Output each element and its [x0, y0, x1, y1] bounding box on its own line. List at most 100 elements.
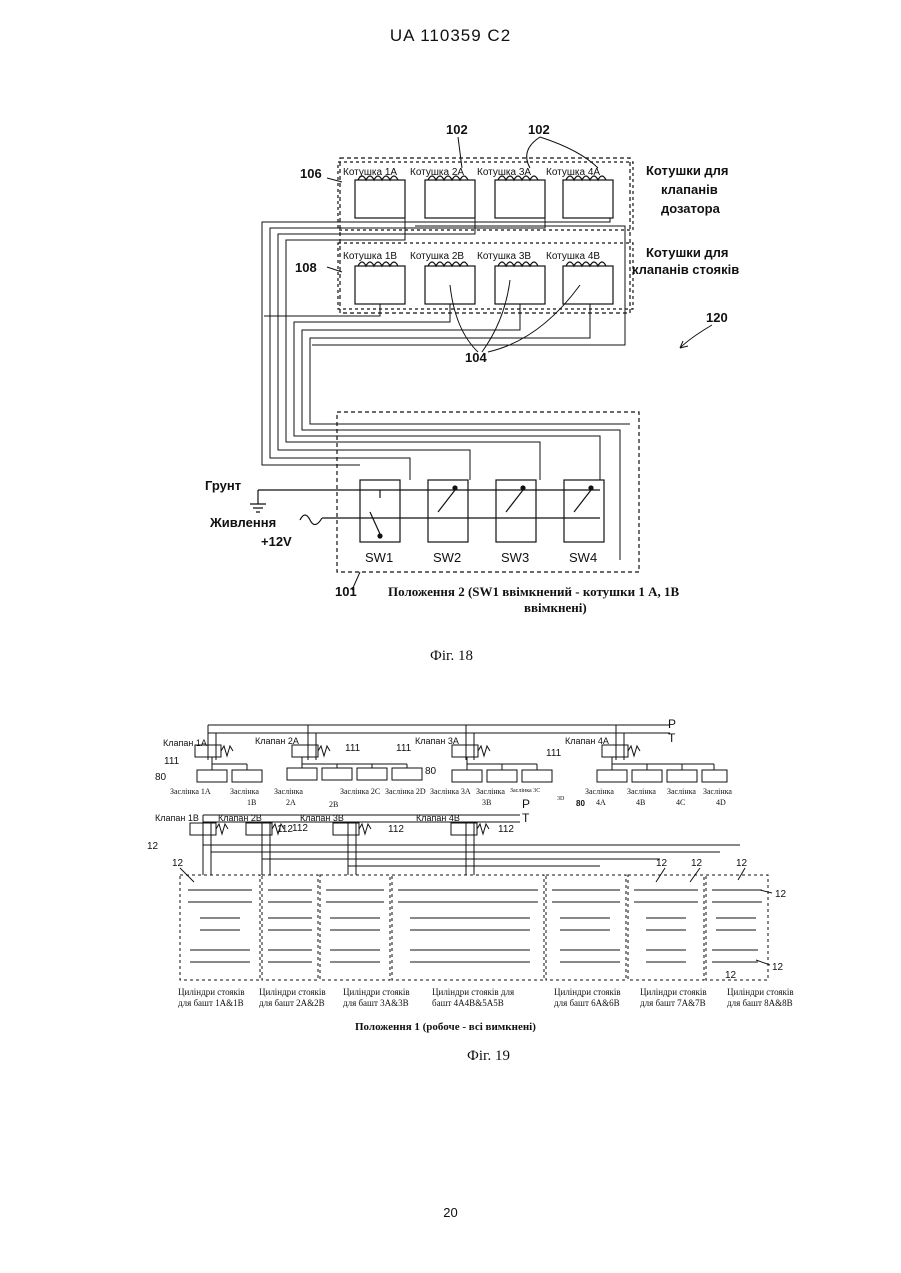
ref-111-a: 111	[164, 756, 180, 767]
switch-sw2-label: SW2	[433, 550, 461, 565]
coils-bottom-group	[355, 262, 613, 304]
cyl-group-3-line-1: Циліндри стояків	[343, 987, 410, 997]
ref-80-c: 80	[576, 799, 585, 808]
ref-80-a: 80	[155, 772, 167, 783]
ref-112-c: 112	[388, 824, 404, 835]
group-top-label-1: Котушки для	[646, 163, 729, 178]
gate-label-12: Заслінка	[703, 787, 732, 796]
fig19-position-label: Положення 1 (робоче - всі вимкнені)	[355, 1021, 536, 1033]
gate-label-3: Заслінка	[274, 787, 303, 796]
gate-sub-4a: 4A	[596, 798, 606, 807]
valves-top-group	[195, 745, 640, 757]
switches-group	[250, 480, 604, 542]
gate-label-6: Заслінка 3A	[430, 787, 471, 796]
coils-top-group	[355, 176, 613, 218]
cyl-group-1-line-1: Циліндри стояків	[178, 987, 245, 997]
cyl-group-3-line-2: для башт 3A&3B	[343, 998, 409, 1008]
valve-4b-label: Клапан 4B	[416, 813, 460, 823]
line-t-top: T	[668, 731, 676, 745]
ref-112-d: 112	[498, 824, 514, 835]
switch-sw1-label: SW1	[365, 550, 393, 565]
gate-sub-1b: 1B	[247, 798, 256, 807]
coil-1b-label: Котушка 1B	[343, 251, 397, 262]
ref-12-d: 12	[691, 858, 703, 869]
ref-112-a: 112	[277, 824, 293, 835]
ref-12-a: 12	[147, 841, 159, 852]
line-p-bottom: P	[522, 797, 530, 811]
group-top-label-2: клапанів	[661, 182, 718, 197]
page-number: 20	[0, 1205, 901, 1220]
gate-label-9: Заслінка	[585, 787, 614, 796]
coil-2a-label: Котушка 2A	[410, 167, 464, 178]
cyl-group-5-line-2: для башт 6A&6B	[554, 998, 620, 1008]
ref-12-g: 12	[725, 970, 737, 981]
cyl-group-4-line-2: башт 4A4B&5A5B	[432, 998, 504, 1008]
ref-108: 108	[295, 260, 317, 275]
valve-4a-label: Клапан 4A	[565, 736, 609, 746]
gate-sub-4b: 4B	[636, 798, 645, 807]
valve-3b-label: Клапан 3B	[300, 813, 344, 823]
gate-sub-2b: 2B	[329, 800, 338, 809]
ref-12-f: 12	[775, 889, 787, 900]
gate-sub-2a: 2A	[286, 798, 296, 807]
ref-12-b: 12	[172, 858, 184, 869]
ref-111-b: 111	[345, 743, 361, 754]
gate-sub-4d: 4D	[716, 798, 726, 807]
cyl-group-6-line-2: для башт 7A&7B	[640, 998, 706, 1008]
gate-sub-3d: 3D	[557, 796, 565, 802]
ref-106: 106	[300, 166, 322, 181]
coil-2b-label: Котушка 2B	[410, 251, 464, 262]
ref-102-b: 102	[528, 122, 550, 137]
gate-sub-3b: 3B	[482, 798, 491, 807]
ref-120: 120	[706, 310, 728, 325]
valve-2b-label: Клапан 2B	[218, 813, 262, 823]
ground-label: Грунт	[205, 478, 241, 493]
gate-label-4: Заслінка 2C	[340, 787, 380, 796]
gate-label-7: Заслінка	[476, 787, 505, 796]
cyl-group-7-line-1: Циліндри стояків	[727, 987, 794, 997]
valve-1b-label: Клапан 1B	[155, 813, 199, 823]
gate-sub-4c: 4C	[676, 798, 685, 807]
gate-label-1: Заслінка 1A	[170, 787, 211, 796]
cyl-group-6-line-1: Циліндри стояків	[640, 987, 707, 997]
gate-label-2: Заслінка	[230, 787, 259, 796]
switch-sw3-label: SW3	[501, 550, 529, 565]
cyl-group-1-line-2: для башт 1A&1B	[178, 998, 244, 1008]
ref-104: 104	[465, 350, 487, 365]
fig18-position-line-2: ввімкнені)	[524, 600, 587, 615]
cyl-group-2-line-2: для башт 2A&2B	[259, 998, 325, 1008]
cylinder-groups	[180, 875, 768, 980]
gates-row	[197, 757, 727, 782]
gate-label-11: Заслінка	[667, 787, 696, 796]
group-bottom-label-1: Котушки для	[646, 245, 729, 260]
power-label-2: +12V	[261, 534, 292, 549]
cylinders	[188, 890, 762, 962]
ref-101: 101	[335, 584, 357, 599]
power-label-1: Живлення	[209, 515, 276, 530]
ref-112-b: 112	[292, 823, 308, 834]
fig19-diagram	[180, 725, 772, 980]
coil-4b-label: Котушка 4B	[546, 251, 600, 262]
cyl-group-7-line-2: для башт 8A&8B	[727, 998, 793, 1008]
gate-label-5: Заслінка 2D	[385, 787, 426, 796]
valve-2a-label: Клапан 2A	[255, 736, 299, 746]
valve-1a-label: Клапан 1A	[163, 738, 207, 748]
line-t-bottom: T	[522, 811, 530, 825]
coil-4a-label: Котушка 4A	[546, 167, 600, 178]
fig18-text: 102 102 106 108 104 120 101 Котушка 1A К…	[205, 122, 739, 664]
line-p-top: P	[668, 717, 676, 731]
ref-111-c: 111	[396, 743, 412, 754]
fig18-wiring	[262, 137, 712, 590]
ref-12-c: 12	[656, 858, 668, 869]
coil-3a-label: Котушка 3A	[477, 167, 531, 178]
group-bottom-label-2: клапанів стояків	[632, 262, 739, 277]
fig19-caption: Фіг. 19	[467, 1048, 510, 1064]
fig18-position-line-1: Положення 2 (SW1 ввімкнений - котушки 1 …	[388, 584, 680, 599]
ref-102-a: 102	[446, 122, 468, 137]
cyl-group-5-line-1: Циліндри стояків	[554, 987, 621, 997]
switch-sw4-label: SW4	[569, 550, 597, 565]
ref-111-d: 111	[546, 748, 562, 759]
gate-label-8: Заслінка 3C	[510, 788, 540, 794]
group-top-label-3: дозатора	[661, 201, 721, 216]
coil-3b-label: Котушка 3B	[477, 251, 531, 262]
